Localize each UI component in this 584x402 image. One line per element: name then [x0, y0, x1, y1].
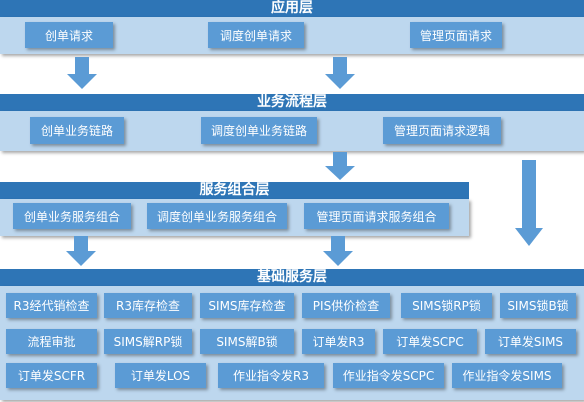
down-arrow-icon: [323, 236, 353, 266]
base-item-sims-unlock-rp[interactable]: SIMS解RP锁: [104, 329, 192, 354]
down-arrow-icon: [67, 57, 97, 89]
base-item-order-to-scpc[interactable]: 订单发SCPC: [383, 329, 477, 354]
base-item-work-order-to-r3[interactable]: 作业指令发R3: [218, 363, 324, 388]
down-arrow-icon: [325, 57, 355, 89]
base-item-approval-flow[interactable]: 流程审批: [6, 329, 97, 354]
base-item-pis-price-check[interactable]: PIS供价检查: [302, 293, 390, 318]
combo-layer-title: 服务组合层: [0, 182, 469, 199]
down-arrow-icon: [325, 152, 355, 180]
base-item-sims-unlock-b[interactable]: SIMS解B锁: [200, 329, 294, 354]
process-item-admin-page-request-logic[interactable]: 管理页面请求逻辑: [383, 117, 501, 144]
app-item-dispatch-create-order-request[interactable]: 调度创单请求: [208, 22, 304, 48]
base-item-order-to-sims[interactable]: 订单发SIMS: [485, 329, 576, 354]
base-item-order-to-r3[interactable]: 订单发R3: [302, 329, 375, 354]
app-item-admin-page-request[interactable]: 管理页面请求: [410, 22, 502, 48]
combo-item-dispatch-create-order-service[interactable]: 调度创单业务服务组合: [147, 203, 287, 229]
base-item-sims-stock-check[interactable]: SIMS库存检查: [200, 293, 294, 318]
base-item-sims-lock-rp[interactable]: SIMS锁RP锁: [401, 293, 492, 318]
base-layer-title: 基础服务层: [0, 269, 584, 286]
base-item-r3-stock-check[interactable]: R3库存检查: [104, 293, 192, 318]
app-item-create-order-request[interactable]: 创单请求: [25, 22, 113, 48]
base-item-work-order-to-scpc[interactable]: 作业指令发SCPC: [333, 363, 444, 388]
down-arrow-icon: [515, 160, 543, 246]
combo-item-create-order-service[interactable]: 创单业务服务组合: [13, 203, 131, 229]
base-item-sims-lock-b[interactable]: SIMS锁B锁: [500, 293, 576, 318]
down-arrow-icon: [66, 236, 96, 266]
process-item-dispatch-create-order-chain[interactable]: 调度创单业务链路: [201, 117, 317, 144]
combo-item-admin-page-request-service[interactable]: 管理页面请求服务组合: [304, 203, 449, 229]
base-item-order-to-scfr[interactable]: 订单发SCFR: [6, 363, 97, 388]
base-item-order-to-los[interactable]: 订单发LOS: [115, 363, 206, 388]
process-layer-title: 业务流程层: [0, 94, 584, 111]
base-item-r3-agency-check[interactable]: R3经代销检查: [6, 293, 97, 318]
app-layer-title: 应用层: [0, 0, 584, 17]
process-item-create-order-chain[interactable]: 创单业务链路: [30, 117, 124, 144]
base-item-work-order-to-sims[interactable]: 作业指令发SIMS: [452, 363, 562, 388]
